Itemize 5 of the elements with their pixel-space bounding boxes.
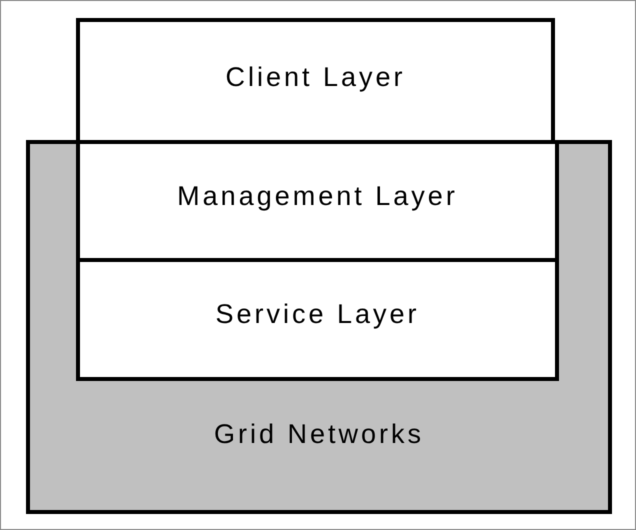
layer-label: Service Layer: [214, 299, 421, 330]
layer-label: Management Layer: [176, 181, 459, 212]
layer-label: Grid Networks: [212, 419, 426, 450]
layer-box: [26, 140, 612, 514]
layer-label: Client Layer: [224, 62, 407, 93]
